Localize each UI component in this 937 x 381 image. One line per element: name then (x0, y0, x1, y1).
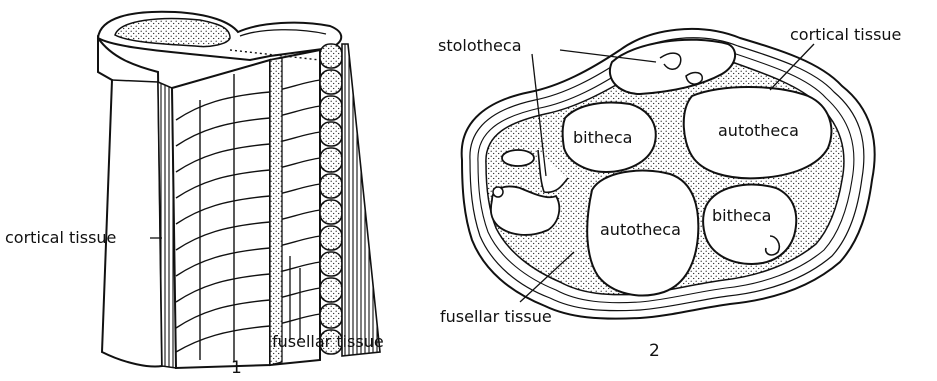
cortical-wall-face (98, 38, 162, 366)
label-fusellar-tissue-fig2: fusellar tissue (440, 309, 552, 325)
label-cortical-tissue-fig1: cortical tissue (5, 230, 116, 246)
stolotheca-small (686, 73, 702, 85)
label-fusellar-tissue-fig1: fusellar tissue (272, 334, 384, 350)
label-autotheca-upper: autotheca (718, 123, 799, 139)
figure-number-1: 1 (231, 360, 242, 377)
label-cortical-tissue-fig2: cortical tissue (790, 27, 901, 43)
figure-2-drawing (462, 29, 875, 319)
section-stippled-strip (270, 58, 282, 365)
left-oval-chamber (502, 150, 534, 166)
cortex-right-flare (342, 44, 380, 356)
small-chamber-1 (493, 187, 503, 197)
label-stolotheca: stolotheca (438, 38, 522, 54)
label-bitheca-lower: bitheca (712, 208, 771, 224)
bead-column (320, 44, 342, 354)
label-autotheca-lower: autotheca (600, 222, 681, 238)
figure-number-2: 2 (649, 343, 660, 360)
label-bitheca-upper: bitheca (573, 130, 632, 146)
figure-1-drawing (98, 12, 380, 368)
